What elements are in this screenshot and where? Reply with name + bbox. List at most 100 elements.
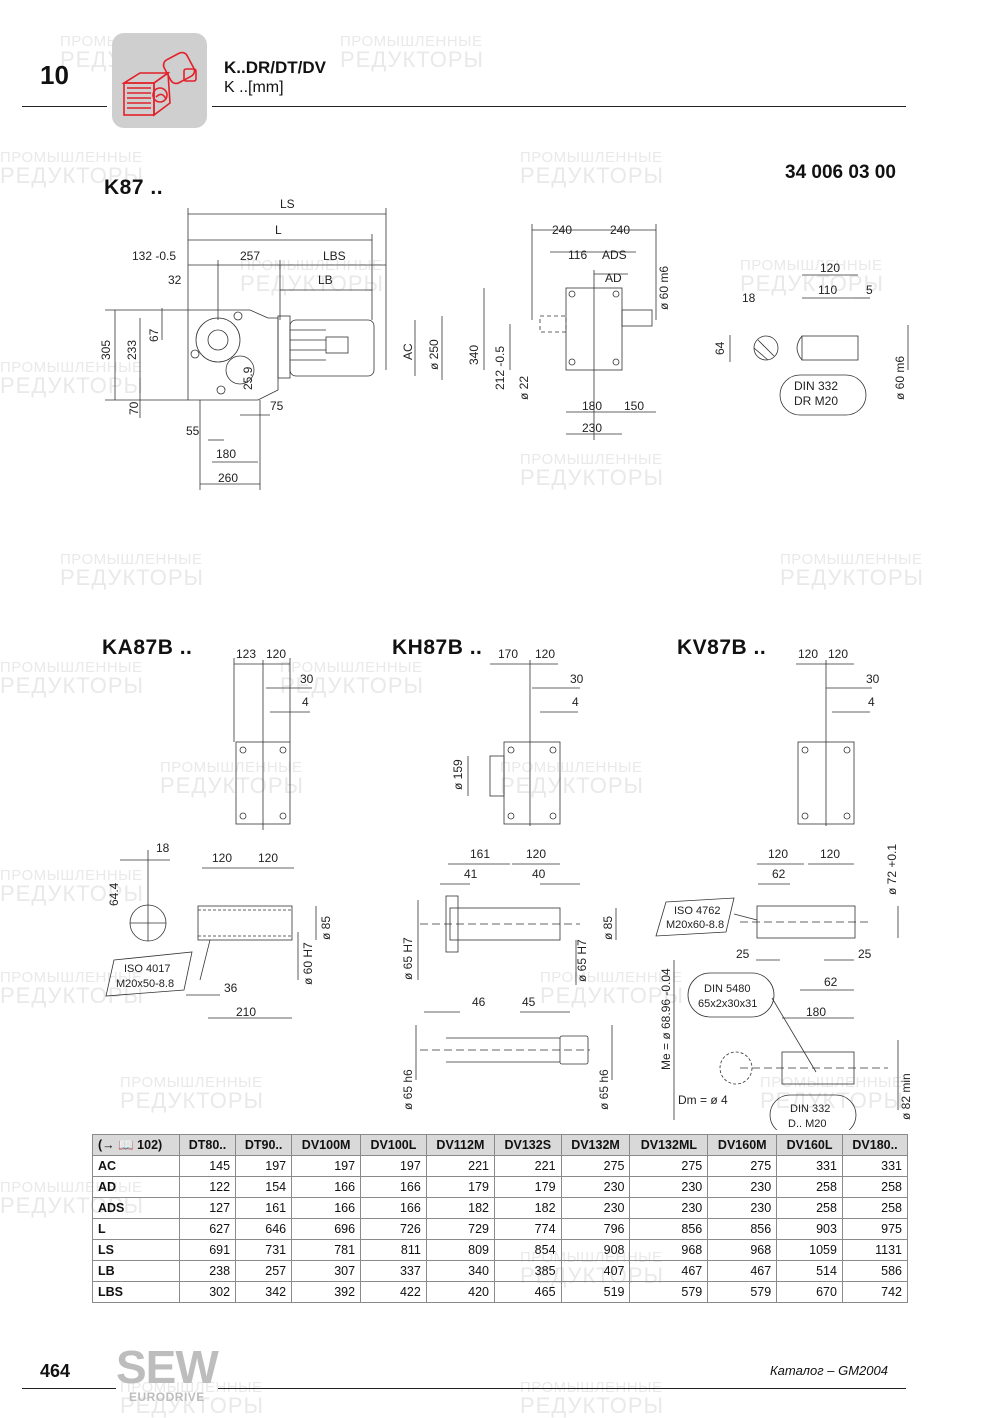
table-cell: 179 (493, 1176, 562, 1198)
svg-text:AD: AD (605, 271, 622, 285)
table-cell: 179 (425, 1176, 495, 1198)
svg-text:150: 150 (624, 399, 644, 413)
svg-text:120: 120 (768, 847, 788, 861)
column-header: DV160M (707, 1134, 778, 1156)
svg-text:DR M20: DR M20 (794, 394, 838, 408)
svg-text:41: 41 (464, 867, 478, 881)
table-cell: 230 (707, 1197, 778, 1219)
table-cell: 646 (235, 1218, 293, 1240)
svg-text:ø 60 m6: ø 60 m6 (657, 266, 671, 310)
column-header: DV100M (291, 1134, 362, 1156)
svg-text:Me = ø 68.96 -0.04: Me = ø 68.96 -0.04 (659, 968, 673, 1070)
svg-text:67: 67 (147, 328, 161, 342)
svg-text:ø 159: ø 159 (451, 759, 465, 790)
svg-text:120: 120 (266, 647, 286, 661)
model-label-k87: K87 .. (104, 176, 164, 199)
table-cell: 258 (841, 1197, 909, 1219)
svg-text:25.9: 25.9 (241, 366, 255, 390)
table-cell: 307 (291, 1260, 362, 1282)
column-header: DV100L (360, 1134, 427, 1156)
svg-text:M20x60-8.8: M20x60-8.8 (666, 919, 724, 931)
table-cell: 467 (707, 1260, 778, 1282)
table-cell: 258 (841, 1176, 909, 1198)
svg-text:LB: LB (318, 273, 333, 287)
table-cell: 197 (360, 1155, 427, 1177)
svg-text:ø 72 +0.1: ø 72 +0.1 (885, 844, 899, 895)
table-cell: 856 (707, 1218, 778, 1240)
table-row: LB 238 257 307 337 340 385 407 467 467 5… (92, 1260, 909, 1282)
table-cell: 519 (560, 1281, 631, 1303)
svg-text:25: 25 (858, 947, 872, 961)
table-cell: 781 (291, 1239, 362, 1261)
svg-text:ø 82 min: ø 82 min (899, 1073, 913, 1120)
table-row: LBS 302 342 392 422 420 465 519 579 579 … (92, 1281, 909, 1303)
k87-dimension-drawing: LS L 132 -0.5 257 LBS 32 LB 305 233 67 2… (99, 197, 909, 490)
svg-text:180: 180 (806, 1005, 826, 1019)
table-cell: 166 (291, 1176, 362, 1198)
table-cell: 275 (560, 1155, 631, 1177)
row-label: L (92, 1218, 180, 1240)
table-cell: 627 (178, 1218, 237, 1240)
table-cell: 774 (493, 1218, 562, 1240)
svg-text:120: 120 (820, 847, 840, 861)
kh87b-dimension-drawing: 170 120 30 4 ø 159 161 120 41 40 ø 85 ø … (401, 647, 617, 1110)
column-header: DV132ML (629, 1134, 709, 1156)
table-cell: 275 (707, 1155, 778, 1177)
column-header: DV112M (425, 1134, 495, 1156)
svg-text:D.. M20: D.. M20 (788, 1118, 827, 1130)
table-cell: 166 (291, 1197, 362, 1219)
svg-text:212 -0.5: 212 -0.5 (493, 346, 507, 390)
svg-text:62: 62 (772, 867, 786, 881)
table-row: AD 122 154 166 166 179 179 230 230 230 2… (92, 1176, 909, 1198)
table-cell: 726 (360, 1218, 427, 1240)
svg-text:ISO 4017: ISO 4017 (124, 963, 170, 975)
table-cell: 275 (629, 1155, 709, 1177)
table-cell: 586 (841, 1260, 909, 1282)
svg-text:64.4: 64.4 (107, 882, 121, 906)
table-cell: 514 (776, 1260, 843, 1282)
svg-text:257: 257 (240, 249, 260, 263)
table-cell: 467 (629, 1260, 709, 1282)
table-cell: 221 (425, 1155, 495, 1177)
table-cell: 331 (776, 1155, 843, 1177)
svg-text:5: 5 (866, 283, 873, 297)
svg-text:M20x50-8.8: M20x50-8.8 (116, 978, 174, 990)
table-cell: 230 (560, 1197, 631, 1219)
svg-text:AC: AC (401, 343, 415, 360)
model-label-ka87b: KA87B .. (102, 636, 193, 659)
svg-text:ø 65 H7: ø 65 H7 (401, 937, 415, 980)
svg-text:ø 85: ø 85 (319, 916, 333, 940)
svg-text:4: 4 (302, 695, 309, 709)
table-cell: 258 (776, 1176, 843, 1198)
row-label: LS (92, 1239, 180, 1261)
column-header: DT90.. (235, 1134, 293, 1156)
svg-text:180: 180 (582, 399, 602, 413)
table-cell: 166 (360, 1197, 427, 1219)
table-cell: 182 (493, 1197, 562, 1219)
svg-text:110: 110 (818, 283, 837, 297)
table-cell: 579 (629, 1281, 709, 1303)
table-cell: 342 (235, 1281, 293, 1303)
table-cell: 302 (178, 1281, 237, 1303)
table-cell: 182 (425, 1197, 495, 1219)
svg-text:ø 65 h6: ø 65 h6 (597, 1069, 611, 1110)
brand-logo: SEW EURODRIVE (116, 1344, 219, 1404)
svg-text:25: 25 (736, 947, 750, 961)
svg-text:ISO 4762: ISO 4762 (674, 905, 720, 917)
svg-text:230: 230 (582, 421, 602, 435)
svg-text:120: 120 (798, 647, 818, 661)
table-cell: 579 (707, 1281, 778, 1303)
column-header: DT80.. (178, 1134, 237, 1156)
svg-text:233: 233 (125, 340, 139, 360)
table-cell: 221 (493, 1155, 562, 1177)
svg-text:ø 85: ø 85 (601, 916, 615, 940)
table-cell: 975 (841, 1218, 909, 1240)
svg-text:64: 64 (713, 341, 727, 355)
table-row: ADS 127 161 166 166 182 182 230 230 230 … (92, 1197, 909, 1219)
table-cell: 670 (776, 1281, 843, 1303)
table-cell: 742 (841, 1281, 909, 1303)
